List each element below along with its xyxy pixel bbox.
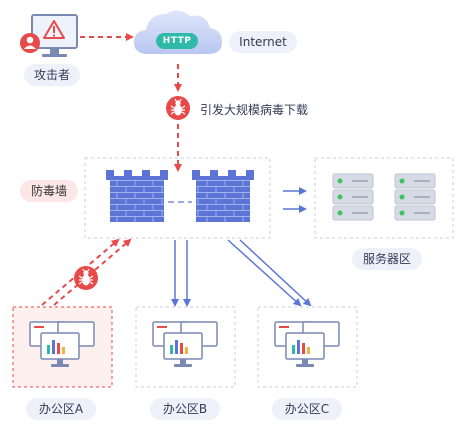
virus-bug-icon — [74, 266, 98, 290]
virus-bug-icon — [166, 96, 190, 120]
computer-group-icon — [274, 321, 340, 367]
firewall-to-office-c-arrow-1 — [227, 239, 302, 307]
firewall-to-office-c-arrow-2 — [239, 239, 312, 307]
office-a-attack-arrow-2 — [53, 238, 132, 306]
computer-group-icon — [29, 321, 95, 367]
internet-label: Internet — [229, 31, 297, 53]
office-a-label: 办公区A — [26, 398, 96, 420]
office-c-label: 办公区C — [272, 398, 342, 420]
http-badge: HTTP — [162, 36, 192, 46]
warning-icon — [43, 20, 65, 39]
firewall-zone — [84, 157, 271, 239]
computer-group-icon — [152, 321, 218, 367]
firewall-left-icon — [106, 170, 168, 222]
user-icon — [20, 33, 40, 53]
office-b-label: 办公区B — [150, 398, 220, 420]
cloud-icon — [134, 10, 222, 55]
server-icon — [332, 173, 374, 221]
threat-label: 引发大规模病毒下载 — [200, 103, 309, 117]
server-zone — [314, 157, 454, 239]
firewall-right-icon — [192, 170, 254, 222]
firewall-label: 防毒墙 — [20, 180, 78, 202]
attacker-node — [20, 14, 78, 57]
server-zone-label: 服务器区 — [352, 248, 422, 270]
office-b-zone — [135, 306, 236, 388]
office-a-attack-arrow-1 — [41, 238, 120, 306]
attacker-label: 攻击者 — [24, 64, 80, 86]
office-c-zone — [257, 306, 358, 388]
server-icon — [394, 173, 436, 221]
